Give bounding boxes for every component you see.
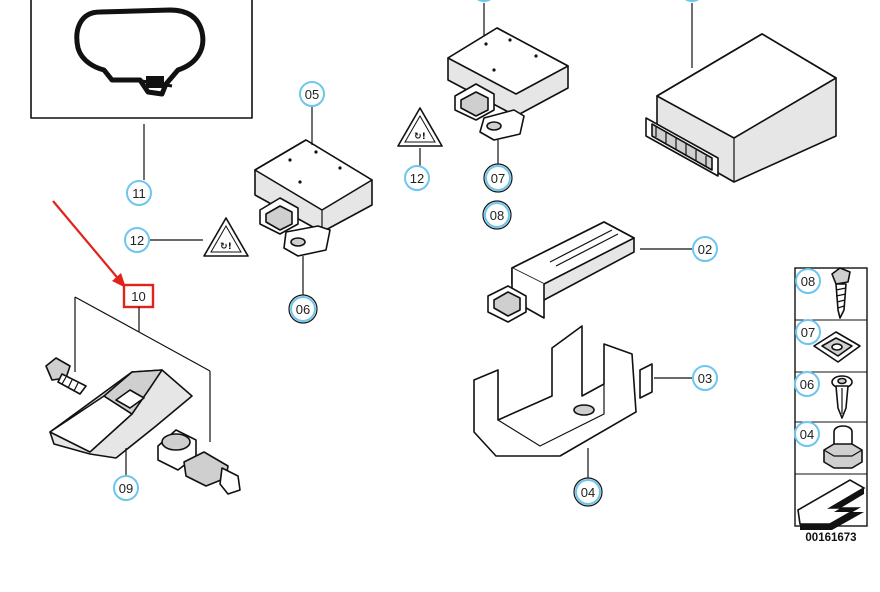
callout-03[interactable]: 03 [692, 365, 718, 391]
sensor-02 [487, 221, 635, 323]
callout-12-right[interactable]: 12 [404, 165, 430, 191]
callout-06[interactable]: 06 [288, 294, 318, 324]
control-unit-05 [254, 139, 373, 257]
svg-text:06: 06 [800, 377, 814, 392]
callout-08-top[interactable]: 08 [482, 200, 512, 230]
rivet-icon [831, 375, 853, 419]
callout-02[interactable]: 02 [692, 236, 718, 262]
svg-text:11: 11 [132, 186, 146, 201]
warning-label-icon-2: ↻! [397, 107, 443, 147]
tpms-sensor-09 [45, 357, 241, 495]
tire-inset [30, 0, 253, 119]
screw-icon [831, 267, 851, 319]
svg-text:07: 07 [801, 325, 815, 340]
legend-item-07[interactable]: 07 [795, 319, 821, 345]
svg-text:12: 12 [410, 171, 424, 186]
control-unit-top [447, 27, 569, 141]
group-bracket-10 [74, 296, 211, 442]
legend-item-08[interactable]: 08 [795, 268, 821, 294]
svg-text:09: 09 [119, 481, 133, 496]
svg-text:07: 07 [491, 171, 505, 186]
warning-label-icon: ↻! [203, 217, 249, 257]
callout-10[interactable]: 10 [122, 283, 155, 309]
navigation-arrow-icon[interactable] [797, 479, 866, 530]
module-top-right [645, 33, 837, 183]
svg-text:10: 10 [131, 289, 145, 304]
svg-text:05: 05 [305, 87, 319, 102]
callout-12-left[interactable]: 12 [124, 227, 150, 253]
reference-number: 00161673 [805, 532, 856, 544]
svg-text:02: 02 [698, 242, 712, 257]
svg-text:↻!: ↻! [220, 242, 232, 252]
callout-09[interactable]: 09 [113, 475, 139, 501]
svg-text:03: 03 [698, 371, 712, 386]
highlight-arrow [52, 200, 126, 288]
clip-nut-icon [813, 331, 861, 363]
callout-04[interactable]: 04 [573, 477, 603, 507]
svg-text:08: 08 [801, 274, 815, 289]
legend-item-04[interactable]: 04 [794, 421, 820, 447]
svg-text:↻!: ↻! [414, 132, 426, 142]
callout-05[interactable]: 05 [299, 81, 325, 107]
legend-item-06[interactable]: 06 [794, 371, 820, 397]
svg-text:12: 12 [130, 233, 144, 248]
callout-11[interactable]: 11 [126, 180, 152, 206]
holder-bracket-03 [473, 325, 653, 457]
svg-text:06: 06 [296, 302, 310, 317]
svg-text:04: 04 [581, 485, 595, 500]
callout-07-top[interactable]: 07 [483, 163, 513, 193]
svg-text:04: 04 [800, 427, 814, 442]
svg-text:08: 08 [490, 208, 504, 223]
nut-icon [823, 425, 863, 469]
